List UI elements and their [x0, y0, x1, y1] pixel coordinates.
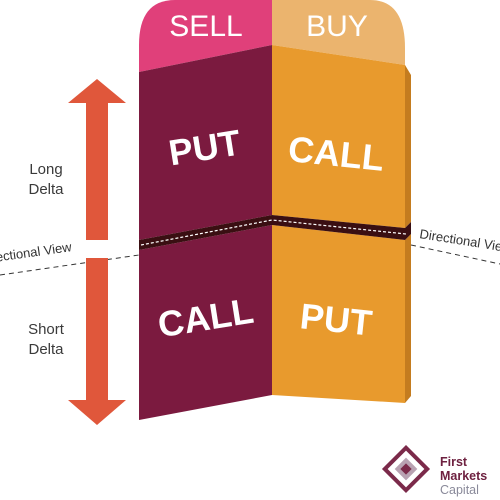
sell-top-panel	[139, 45, 272, 240]
short-delta-line2: Delta	[28, 341, 64, 358]
short-delta-line1: Short	[28, 321, 64, 338]
divider-band	[139, 215, 411, 250]
sell-bottom-panel	[139, 225, 272, 420]
logo-line-markets: Markets	[440, 469, 488, 483]
directional-view-label-left: Directional View	[0, 239, 73, 267]
buy-top-label: CALL	[286, 128, 386, 179]
directional-line-right	[410, 244, 500, 265]
long-delta-line2: Delta	[28, 181, 64, 198]
logo-line-capital: Capital	[440, 483, 479, 497]
directional-view-label-right: Directional View	[419, 226, 500, 255]
long-delta-line1: Long	[29, 161, 63, 178]
buy-right-edge-top	[405, 65, 411, 228]
sell-header-label: SELL	[169, 10, 242, 43]
buy-header	[272, 0, 405, 65]
buy-right-edge-bottom	[405, 234, 411, 403]
short-delta-label: Short Delta	[16, 320, 76, 360]
sell-header	[139, 0, 272, 72]
buy-top-panel	[272, 45, 405, 228]
buy-header-label: BUY	[306, 10, 368, 43]
short-delta-arrow	[68, 258, 126, 425]
first-markets-capital-logo-icon	[381, 444, 431, 494]
buy-bottom-label: PUT	[298, 295, 374, 343]
directional-line-left	[0, 254, 140, 276]
buy-bottom-panel	[272, 225, 405, 403]
long-delta-label: Long Delta	[16, 160, 76, 200]
logo-line-first: First	[440, 455, 468, 469]
long-delta-arrow	[68, 79, 126, 240]
